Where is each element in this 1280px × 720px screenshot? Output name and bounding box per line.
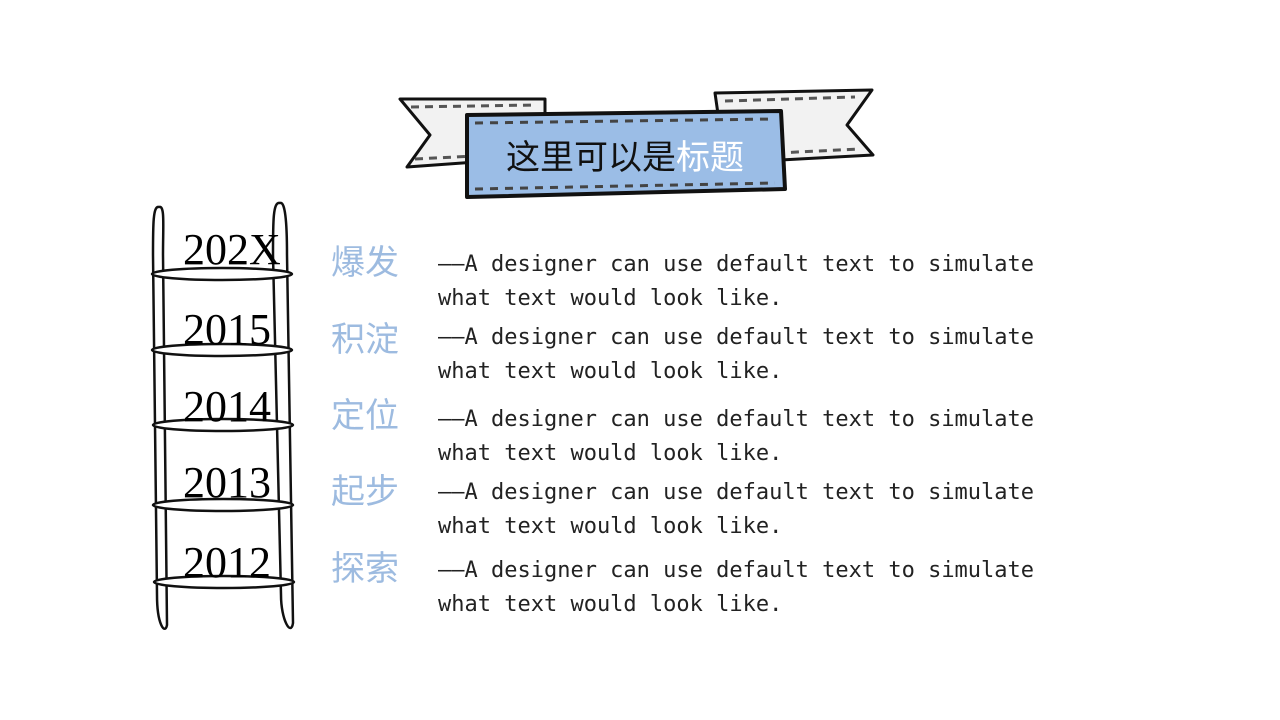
ladder-rung [151,497,295,513]
title-highlight-part: 标题 [676,138,744,178]
stage-label: 起步 [331,472,399,512]
stage-label: 定位 [331,396,399,436]
ladder-rung [150,266,294,282]
ladder-rung [152,574,296,590]
stage-label: 探索 [331,549,399,589]
stage-description: ——A designer can use default text to sim… [438,325,1035,384]
ladder-rung [150,342,294,358]
year-label: 202X [183,225,281,274]
title-banner [398,88,875,199]
ladder-rung [151,417,295,433]
year-label: 2014 [183,382,271,431]
year-label: 2012 [183,538,271,587]
stage-label: 积淀 [331,320,399,360]
page-title: 这里可以是标题 [470,136,780,180]
title-dark-part: 这里可以是 [506,138,676,178]
ladder-right-rail [271,201,295,630]
stage-description: ——A designer can use default text to sim… [438,252,1035,311]
year-label: 2015 [183,305,271,354]
ladder-illustration [150,201,296,630]
banner-center [465,109,787,199]
stage-description: ——A designer can use default text to sim… [438,407,1035,466]
stage-description: ——A designer can use default text to sim… [438,558,1035,617]
stage-label: 爆发 [331,243,399,283]
stage-description: ——A designer can use default text to sim… [438,480,1035,539]
year-label: 2013 [183,458,271,507]
ladder-left-rail [151,205,169,630]
